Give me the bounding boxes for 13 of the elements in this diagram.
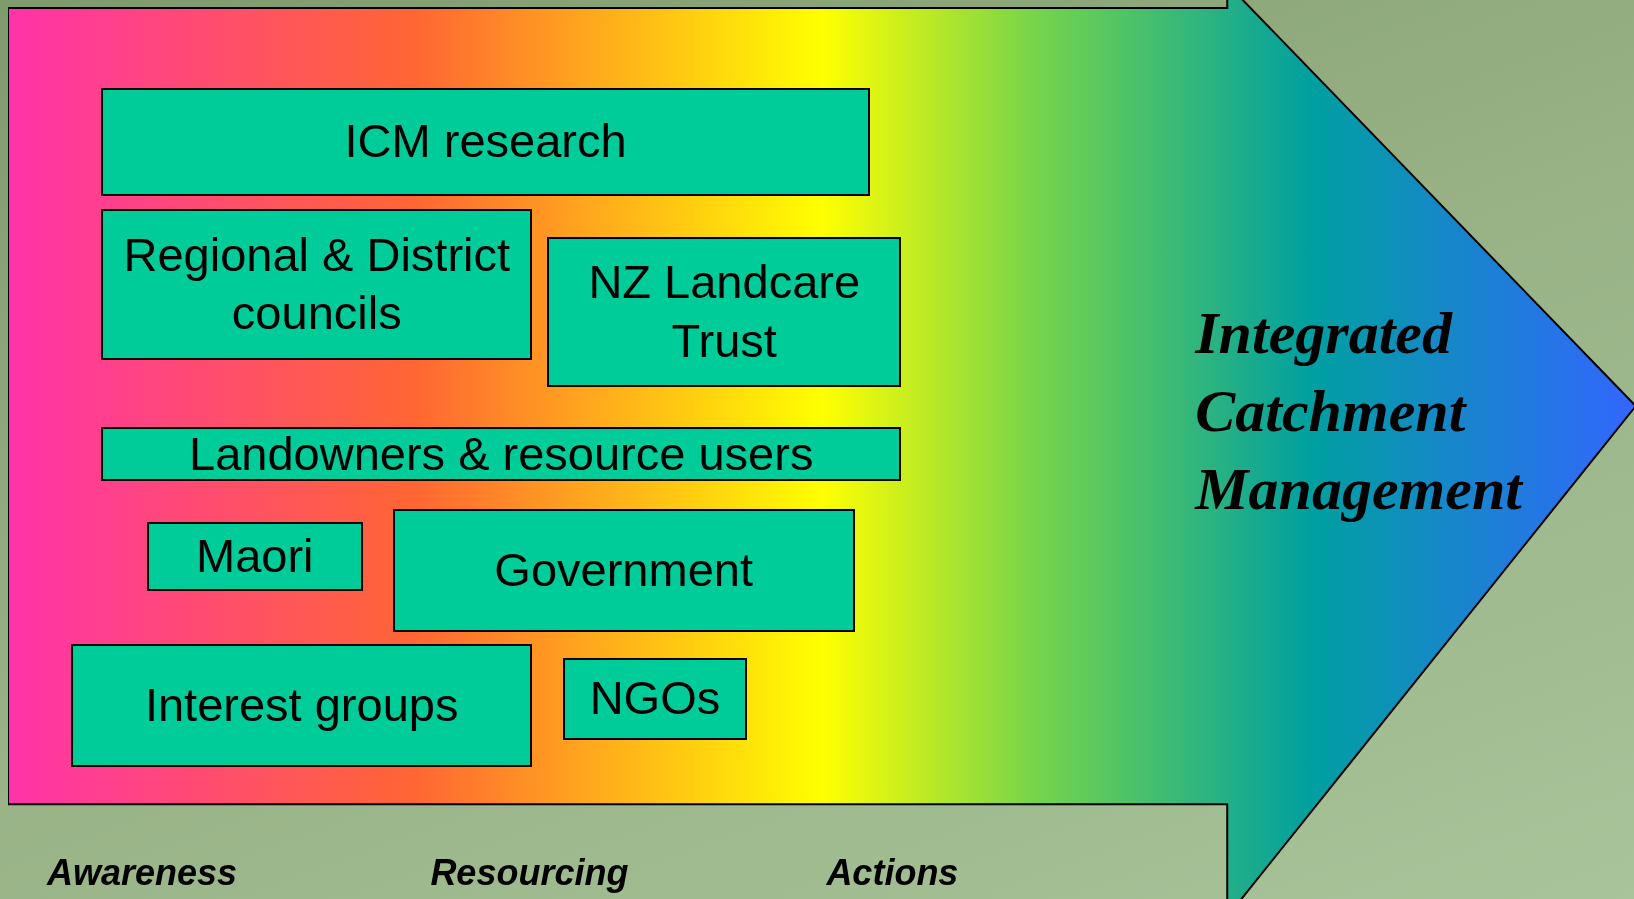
stage-label: Awareness xyxy=(46,852,237,895)
stage-label: Resourcing xyxy=(430,852,629,895)
group-box: Interest groups xyxy=(70,644,533,767)
group-box: ICM research xyxy=(101,87,871,196)
stage-label: Actions xyxy=(826,852,959,895)
group-box: Landowners & resource users xyxy=(101,427,902,482)
arrow-title: Integrated Catchment Management xyxy=(1195,298,1525,524)
group-box: Government xyxy=(392,508,855,632)
group-box: NGOs xyxy=(562,657,748,740)
group-box: Regional & District councils xyxy=(101,209,533,360)
group-box: Maori xyxy=(146,522,363,591)
group-box: NZ Landcare Trust xyxy=(547,236,902,387)
gradient-arrow xyxy=(8,0,1634,899)
